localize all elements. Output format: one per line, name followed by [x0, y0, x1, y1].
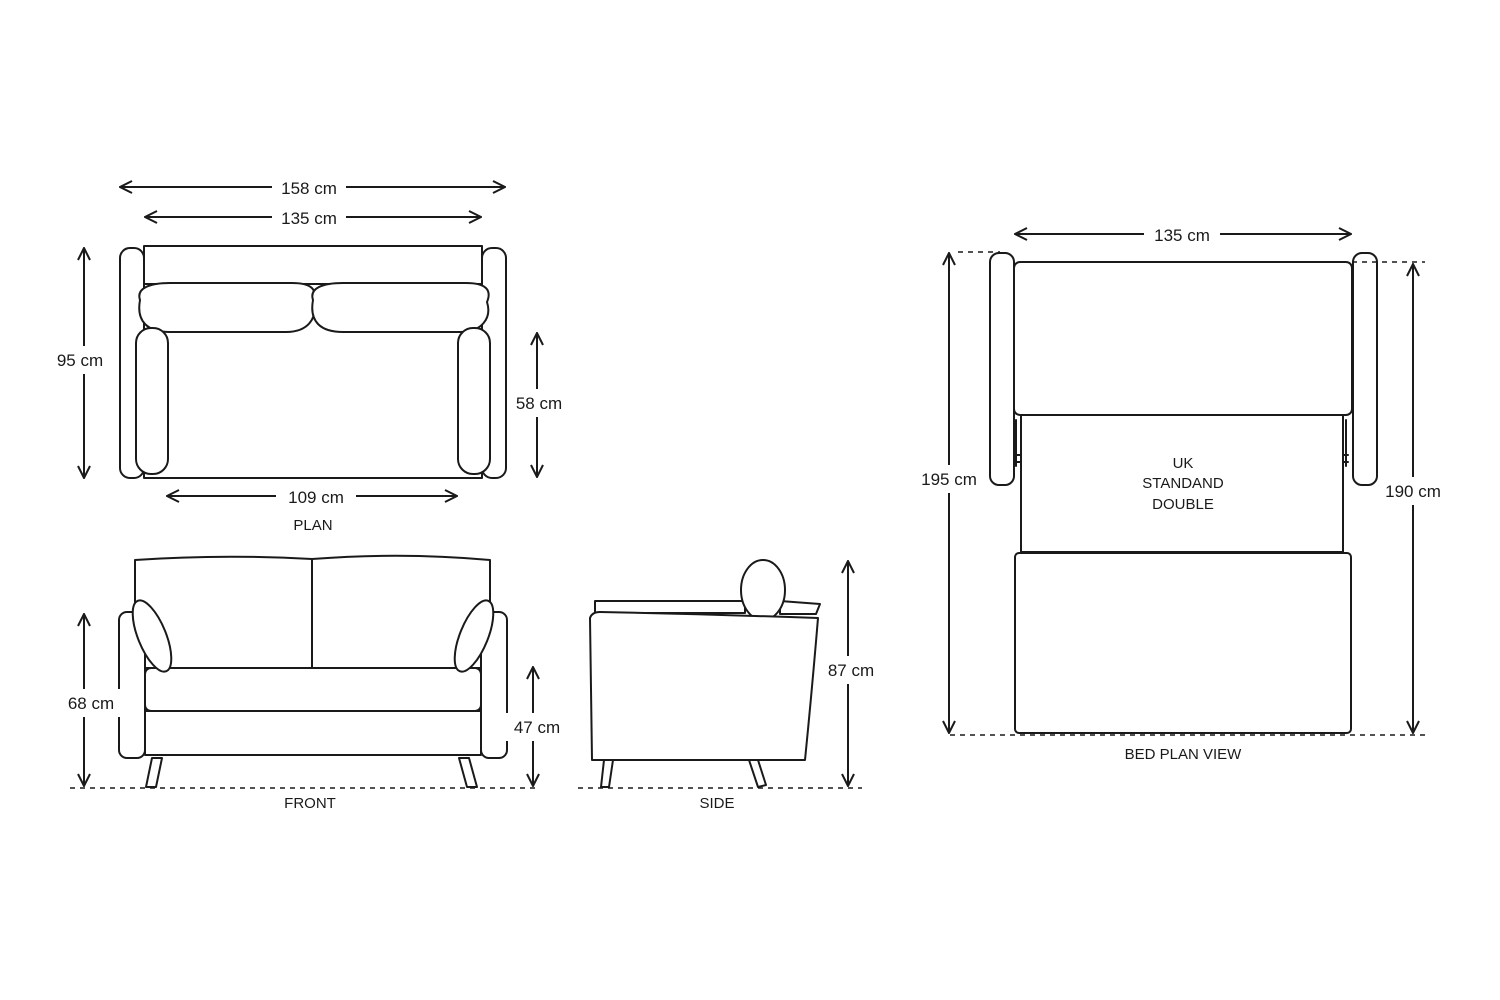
front-view: 68 cm 47 cm FRONT: [58, 554, 568, 812]
bed-size-label-line3: DOUBLE: [1152, 496, 1214, 513]
front-caption: FRONT: [284, 795, 336, 812]
bed-plan-view: 135 cm 195 cm 190 cm UK STANDAND DOUBLE …: [915, 222, 1447, 763]
bed-size-label-line1: UK: [1173, 455, 1194, 472]
bed-caption: BED PLAN VIEW: [1125, 746, 1243, 763]
front-sofa-outline: [118, 554, 508, 788]
plan-seat-width-label: 135 cm: [281, 209, 337, 228]
bed-sofa-outline: [989, 252, 1378, 734]
bed-size-label-line2: STANDAND: [1142, 475, 1224, 492]
side-caption: SIDE: [699, 795, 734, 812]
plan-inner-width-label: 109 cm: [288, 488, 344, 507]
plan-depth-label: 95 cm: [57, 351, 103, 370]
bed-mattress-length-label: 190 cm: [1385, 482, 1441, 501]
side-sofa-outline: [589, 559, 821, 788]
bed-width-label: 135 cm: [1154, 226, 1210, 245]
plan-view: 158 cm 135 cm 95 cm 58 cm 109 cm PLAN: [50, 175, 572, 534]
front-arm-height-label: 68 cm: [68, 694, 114, 713]
plan-caption: PLAN: [293, 517, 332, 534]
plan-overall-width-label: 158 cm: [281, 179, 337, 198]
side-view: 87 cm SIDE: [578, 559, 884, 812]
side-height-label: 87 cm: [828, 661, 874, 680]
plan-sofa-outline: [119, 245, 507, 479]
bed-total-length-label: 195 cm: [921, 470, 977, 489]
front-seat-height-label: 47 cm: [514, 718, 560, 737]
plan-seat-depth-label: 58 cm: [516, 394, 562, 413]
